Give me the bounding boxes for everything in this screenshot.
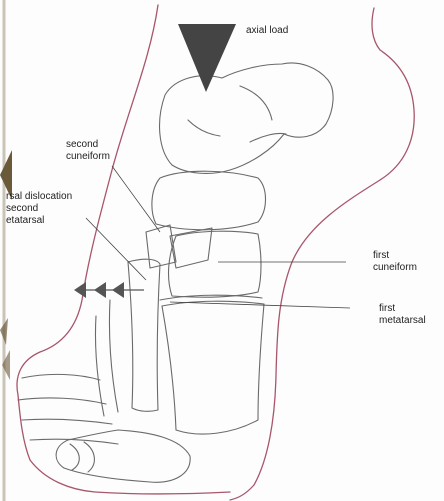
label-dislocation: rsal dislocation second etatarsal: [6, 191, 72, 227]
first-metatarsal-text-1: first: [379, 303, 426, 315]
label-second-cuneiform: second cuneiform: [66, 139, 110, 163]
second-metatarsal-bone: [128, 259, 160, 411]
lesser-metatarsal-3: [109, 300, 118, 412]
label-axial-load: axial load: [246, 25, 288, 37]
talus-detail-2: [188, 120, 220, 136]
first-cuneiform-bone: [169, 231, 261, 297]
first-cuneiform-text-1: first: [373, 250, 417, 262]
dislocation-text-2: second: [6, 203, 72, 215]
label-first-cuneiform: first cuneiform: [373, 250, 417, 274]
great-toe-joint: [70, 442, 94, 472]
axial-load-arrow-icon: [178, 24, 236, 92]
pointer-second-cuneiform: [112, 166, 160, 232]
skin-outline-dorsal: [17, 5, 230, 494]
second-cuneiform-text-2: cuneiform: [66, 151, 110, 163]
label-first-metatarsal: first metatarsal: [379, 303, 426, 327]
dislocation-text-3: etatarsal: [6, 215, 72, 227]
talus-bone: [160, 63, 334, 173]
lesser-metatarsal-4: [95, 316, 104, 416]
navicular-bone: [152, 171, 266, 230]
first-metatarsal-bone: [162, 304, 264, 434]
axial-load-text: axial load: [246, 25, 288, 36]
slide-accent: [0, 0, 12, 501]
great-toe: [56, 430, 190, 482]
first-cuneiform-text-2: cuneiform: [373, 262, 417, 274]
first-metatarsal-text-2: metatarsal: [379, 315, 426, 327]
dislocation-arrows-icon: [74, 282, 144, 298]
pointer-first-metatarsal: [170, 302, 350, 308]
second-cuneiform-text-1: second: [66, 139, 110, 151]
pointer-dislocation: [86, 218, 146, 280]
talus-detail-1: [240, 86, 272, 120]
dislocation-text-1: rsal dislocation: [6, 191, 72, 203]
